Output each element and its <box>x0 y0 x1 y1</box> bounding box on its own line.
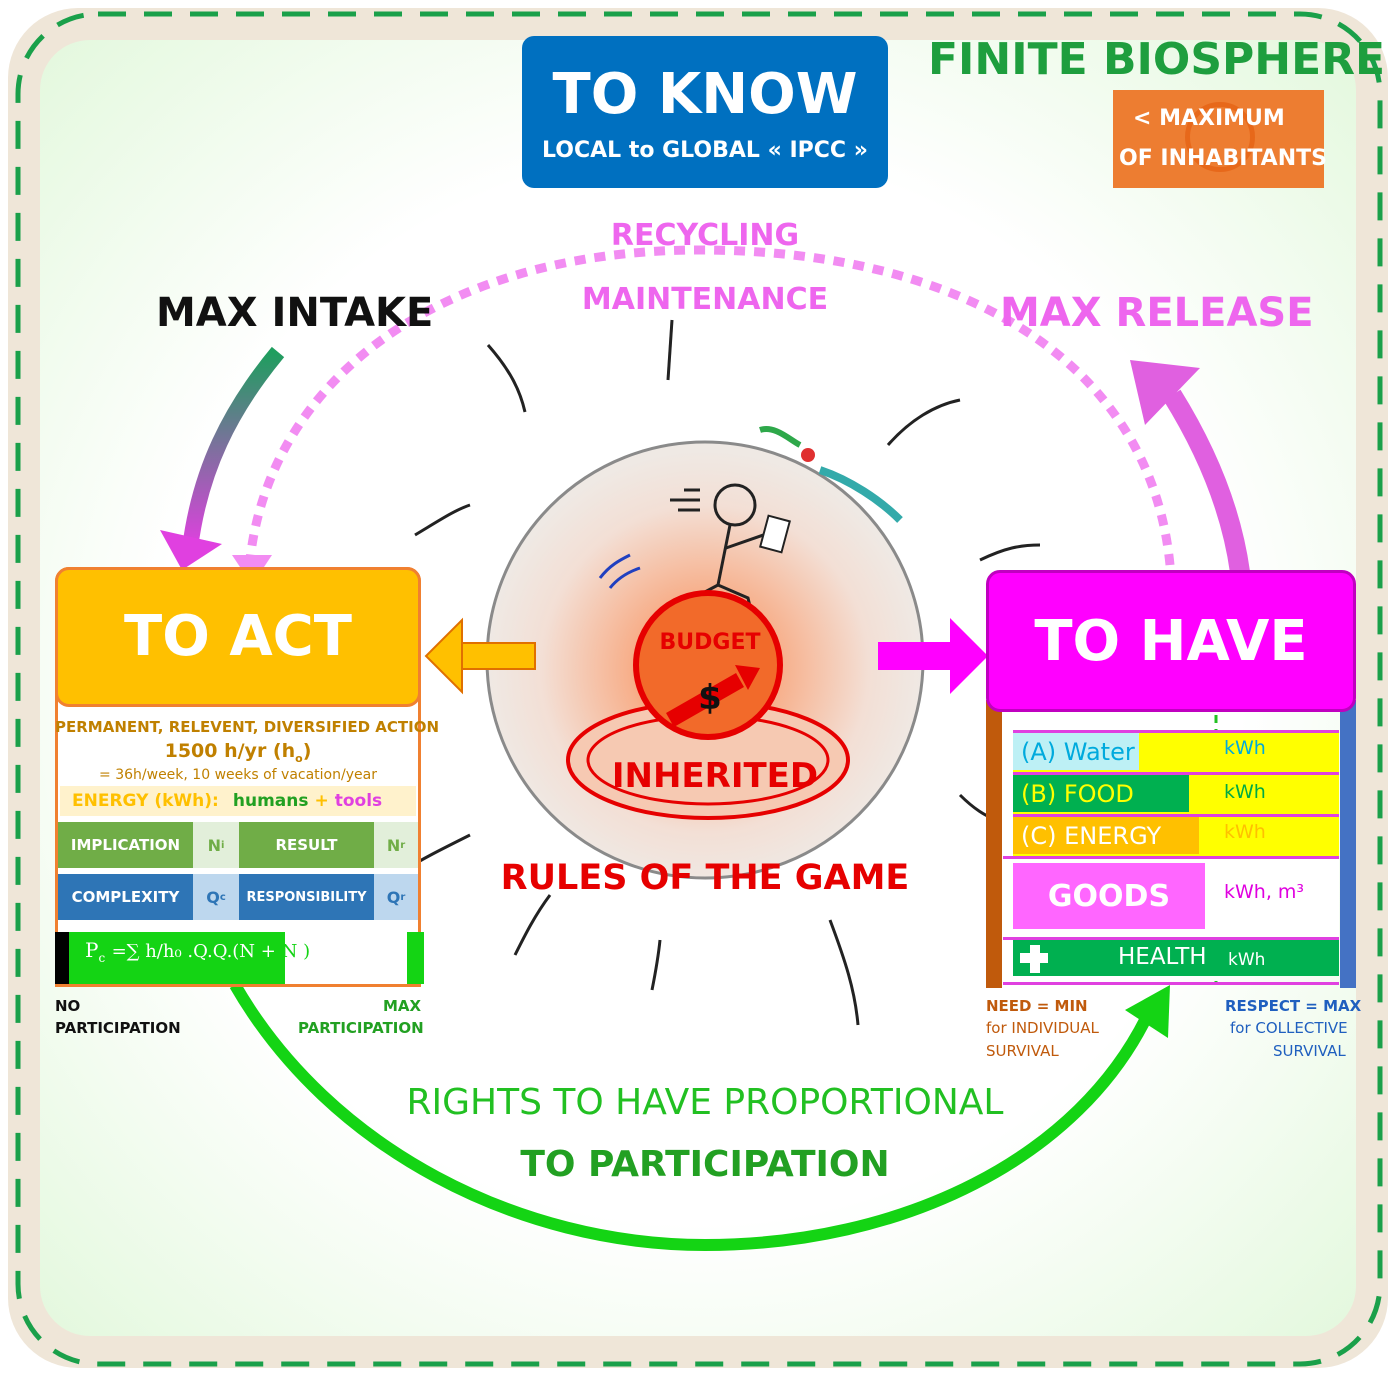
formula-pc: P <box>85 938 99 962</box>
respect-sub-line1: for COLLECTIVE <box>1230 1019 1348 1037</box>
ni-sub: i <box>220 839 225 851</box>
to-act-header: TO ACT <box>55 567 421 707</box>
health-row <box>1013 940 1339 976</box>
to-know-title: TO KNOW <box>552 62 858 127</box>
rights-arc <box>229 982 1156 1252</box>
participation-formula: Pc =∑ h/h₀ .Q.Q.(N + N ) <box>85 938 311 965</box>
max-intake-label: MAX INTAKE <box>156 290 434 336</box>
to-have-arrow <box>878 642 953 670</box>
to-know-subtitle: LOCAL to GLOBAL « IPCC » <box>542 138 868 163</box>
food-label: (B) FOOD <box>1021 779 1134 808</box>
no-participation-line2: PARTICIPATION <box>55 1019 181 1037</box>
health-unit: kWh <box>1228 950 1266 970</box>
act-hours-sub: o <box>295 751 303 765</box>
dollar-icon: $ <box>698 678 722 718</box>
water-unit: kWh <box>1224 737 1266 759</box>
implication-cell: IMPLICATION <box>58 822 193 868</box>
inherited-label: INHERITED <box>611 756 819 796</box>
qr-symbol: Q <box>386 887 401 907</box>
respect-bar <box>1340 700 1356 988</box>
max-inhabitants-badge: < MAXIMUM OF INHABITANTS <box>1113 90 1327 188</box>
nr-symbol: N <box>386 835 401 855</box>
to-have-title: TO HAVE <box>1034 609 1308 674</box>
plus-icon <box>1020 944 1048 974</box>
have-bottom-border <box>1003 982 1339 985</box>
no-entry-icon <box>1185 102 1255 172</box>
energy-have-label: (C) ENERGY <box>1021 821 1162 850</box>
to-act-title: TO ACT <box>124 604 352 669</box>
need-bar <box>986 700 1002 988</box>
water-label: (A) Water <box>1021 737 1135 766</box>
energy-label: ENERGY (kWh): <box>72 791 219 811</box>
no-participation-line1: NO <box>55 997 81 1015</box>
qc-sub: c <box>219 891 226 903</box>
respect-sub-line2: SURVIVAL <box>1273 1042 1346 1060</box>
max-release-label: MAX RELEASE <box>1000 290 1314 336</box>
participation-bar <box>55 932 424 984</box>
recycling-label: RECYCLING <box>610 218 800 253</box>
recycling-arc <box>245 245 1175 566</box>
energy-plus: + <box>314 791 329 811</box>
need-sub-line1: for INDIVIDUAL <box>986 1019 1099 1037</box>
rules-label: RULES OF THE GAME <box>500 858 910 898</box>
responsibility-cell: RESPONSIBILITY <box>239 874 374 920</box>
to-have-header: TO HAVE <box>986 570 1356 712</box>
max-inhabitants-line1: < MAXIMUM <box>1133 106 1285 131</box>
need-label: NEED = MIN <box>986 997 1088 1015</box>
result-cell: RESULT <box>239 822 374 868</box>
food-unit: kWh <box>1224 781 1266 803</box>
formula-pc-sub: c <box>98 951 106 965</box>
max-participation-line1: MAX <box>383 997 422 1015</box>
goods-cell: GOODS <box>1013 863 1205 929</box>
act-energy-row: ENERGY (kWh): humans + tools <box>60 786 416 816</box>
qr-sub: r <box>400 891 406 903</box>
max-participation-line2: PARTICIPATION <box>298 1019 424 1037</box>
act-hours-line: 1500 h/yr (ho) <box>55 740 421 765</box>
energy-humans: humans <box>232 791 309 811</box>
budget-coin <box>633 590 783 740</box>
need-sub-line2: SURVIVAL <box>986 1042 1059 1060</box>
biosphere-border <box>15 11 1383 1367</box>
act-hours: 1500 h/yr (h <box>164 740 296 762</box>
energy-tools: tools <box>334 791 383 811</box>
respect-label: RESPECT = MAX <box>1225 997 1362 1015</box>
health-label: HEALTH <box>1118 944 1207 970</box>
water-row: (A) Water <box>1013 733 1139 770</box>
max-intake-arrow <box>182 346 285 550</box>
nr-sub: r <box>400 839 406 851</box>
rights-line1: RIGHTS TO HAVE PROPORTIONAL <box>406 1082 1004 1123</box>
rights-line2: TO PARTICIPATION <box>520 1144 890 1185</box>
complexity-cell: COMPLEXITY <box>58 874 193 920</box>
act-hours-end: ) <box>302 740 312 762</box>
energy-row: (C) ENERGY <box>1013 817 1199 854</box>
act-permanent-line: PERMANENT, RELEVENT, DIVERSIFIED ACTION <box>55 718 440 736</box>
budget-label: BUDGET <box>659 630 761 655</box>
to-know-box: TO KNOW LOCAL to GLOBAL « IPCC » <box>522 36 888 188</box>
ni-symbol: N <box>207 835 221 855</box>
maintenance-label: MAINTENANCE <box>581 282 829 317</box>
goods-unit: kWh, m³ <box>1224 881 1305 903</box>
act-week-line: = 36h/week, 10 weeks of vacation/year <box>99 767 377 783</box>
max-release-arrow <box>1163 389 1250 574</box>
max-inhabitants-line2: OF INHABITANTS <box>1119 146 1327 171</box>
qc-symbol: Q <box>206 887 220 907</box>
to-act-arrow <box>459 642 536 670</box>
food-row: (B) FOOD <box>1013 775 1189 812</box>
energy-unit: kWh <box>1224 821 1266 843</box>
biosphere-title: FINITE BIOSPHERE <box>928 34 1386 85</box>
